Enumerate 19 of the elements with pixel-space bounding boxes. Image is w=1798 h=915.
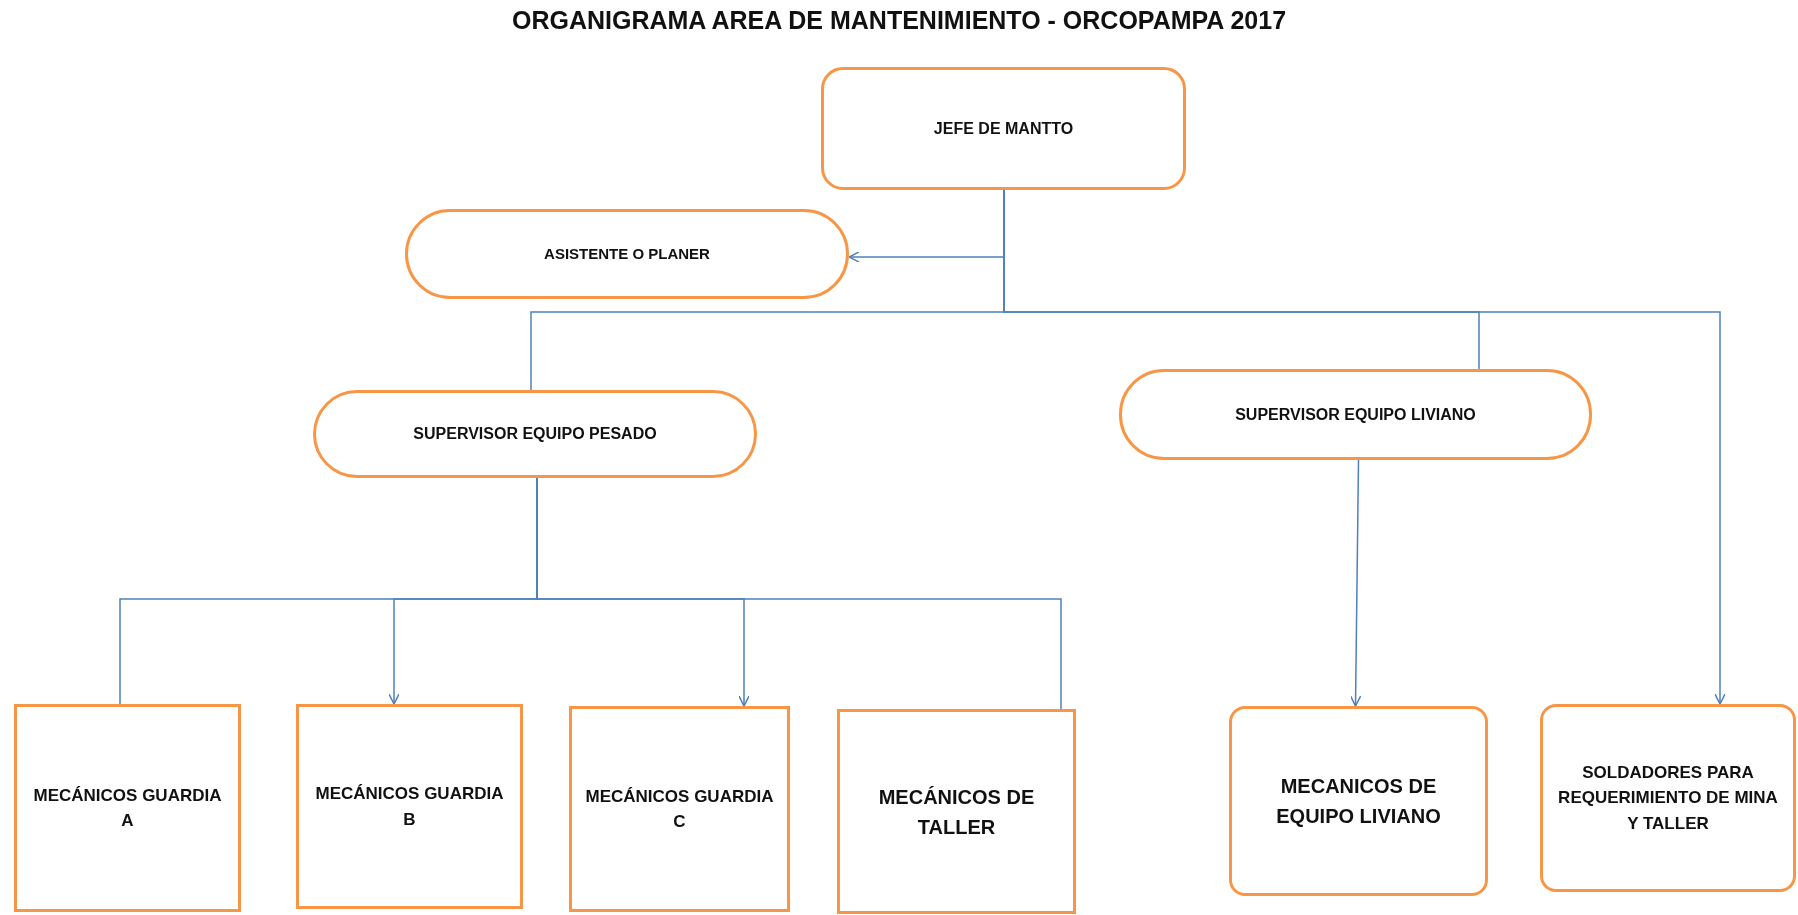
connector-arrow: [1349, 459, 1362, 707]
org-box: [821, 67, 1186, 190]
role-label: MECÁNICOS DE TALLER: [877, 784, 1036, 840]
org-box: [296, 704, 523, 909]
role-label: SOLDADORES PARA REQUERIMIENTO DE MINA Y TALLER: [1557, 761, 1779, 835]
role-label: SUPERVISOR EQUIPO PESADO: [413, 424, 657, 444]
org-box: [1229, 706, 1488, 896]
role-label: JEFE DE MANTTO: [933, 118, 1074, 139]
role-label: MECÁNICOS GUARDIA B: [314, 783, 505, 831]
org-box: [837, 709, 1076, 914]
role-label: MECANICOS DE EQUIPO LIVIANO: [1275, 774, 1442, 829]
role-label: MECÁNICOS GUARDIA A: [32, 784, 223, 832]
diagram-title: ORGANIGRAMA AREA DE MANTENIMIENTO - ORCOPAMPA 2017: [511, 6, 1287, 35]
role-label: ASISTENTE O PLANER: [544, 243, 710, 264]
role-label: SUPERVISOR EQUIPO LIVIANO: [1235, 404, 1476, 425]
role-label: MECÁNICOS GUARDIA C: [584, 785, 775, 833]
org-box: [14, 704, 241, 912]
org-box: [1540, 704, 1796, 892]
org-box: [569, 706, 790, 912]
